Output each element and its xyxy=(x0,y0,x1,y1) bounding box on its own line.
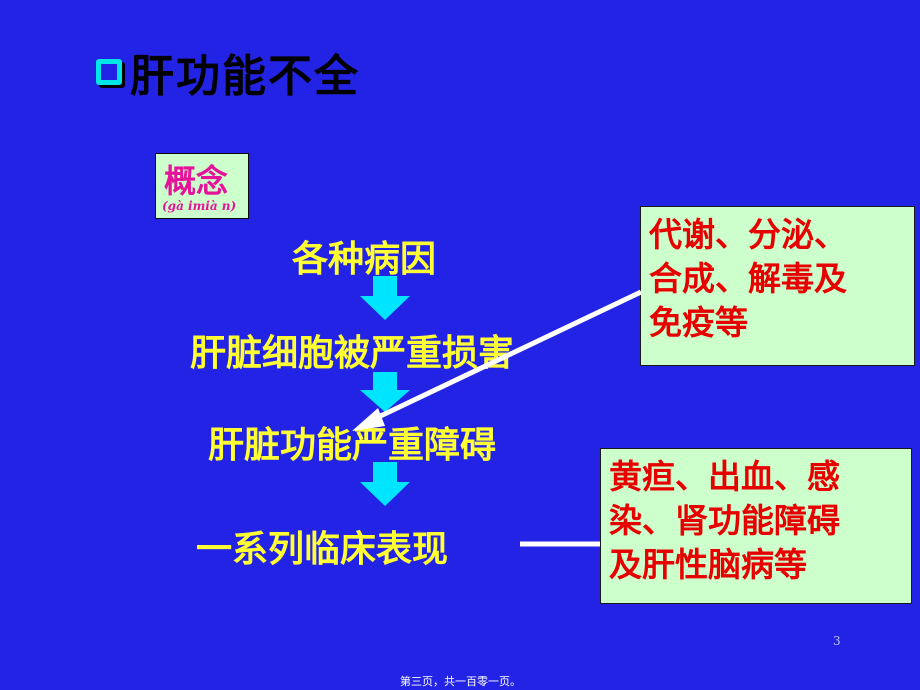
concept-label: 概念 xyxy=(164,162,229,200)
checkbox-bullet-icon xyxy=(96,59,122,85)
callout-line: 代谢、分泌、 xyxy=(649,215,847,254)
callout-line: 免疫等 xyxy=(649,303,748,342)
callout-liver-functions: 代谢、分泌、 合成、解毒及 免疫等 xyxy=(640,206,915,366)
step-causes: 各种病因 xyxy=(292,239,437,280)
callout-line: 及肝性脑病等 xyxy=(609,545,807,584)
callout-line: 合成、解毒及 xyxy=(649,259,847,298)
concept-box: 概念 (gà imià n) xyxy=(155,153,249,219)
step-clinical-manifestations: 一系列临床表现 xyxy=(196,529,449,570)
down-arrow-icon xyxy=(360,276,410,320)
slide-title-text: 肝功能不全 xyxy=(130,51,360,102)
step-liver-dysfunction: 肝脏功能严重障碍 xyxy=(208,425,497,466)
down-arrow-icon xyxy=(360,462,410,506)
footer-text: 第三页，共一百零一页。 xyxy=(400,675,521,688)
callout-line: 染、肾功能障碍 xyxy=(609,501,840,540)
slide-title: 肝功能不全 xyxy=(96,40,360,104)
callout-clinical-signs: 黄疸、出血、感 染、肾功能障碍 及肝性脑病等 xyxy=(600,448,912,604)
step-liver-cell-damage: 肝脏细胞被严重损害 xyxy=(190,333,515,374)
down-arrow-icon xyxy=(360,372,410,412)
page-number: 3 xyxy=(833,634,841,648)
concept-pinyin: (gà imià n) xyxy=(162,199,237,213)
callout-line: 黄疸、出血、感 xyxy=(609,457,840,496)
